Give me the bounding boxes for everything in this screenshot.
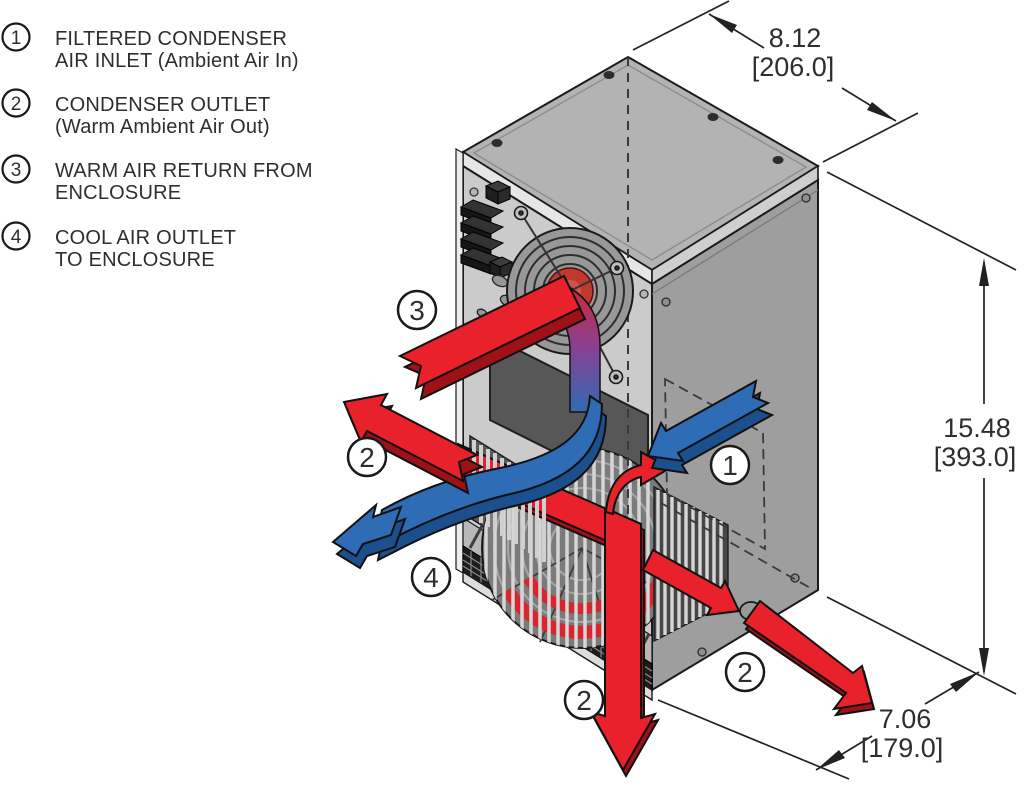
- legend-item-condenser-outlet-number: 2: [11, 94, 22, 115]
- callout-warm-air-return-number: 3: [409, 295, 425, 326]
- callout-condenser-outlet-left-number: 2: [359, 442, 375, 473]
- filter-dashed-outline: [660, 377, 813, 590]
- legend-item-condenser-outlet: 2 CONDENSER OUTLET (Warm Ambient Air Out…: [1, 88, 270, 138]
- legend-item-warm-air-return-line2: ENCLOSURE: [55, 182, 181, 204]
- dim-height-mm: [393.0]: [934, 442, 1017, 472]
- legend-item-warm-air-return-line1: WARM AIR RETURN FROM: [55, 160, 313, 182]
- callouts: 3 2 4 1 2 2: [346, 289, 766, 721]
- callout-cool-air-outlet: 4: [410, 556, 452, 598]
- condenser-outlet-arrow-bottom: [588, 506, 661, 779]
- legend-item-warm-air-return-number: 3: [11, 160, 22, 181]
- dim-depth-inches: 7.06: [879, 704, 932, 734]
- right-screws: [661, 193, 811, 657]
- legend-item-condenser-outlet-line2: (Warm Ambient Air Out): [55, 116, 270, 138]
- legend-item-air-inlet-line1: FILTERED CONDENSER: [55, 28, 287, 50]
- terminal-block: [459, 180, 514, 279]
- condenser-outlet-side-head: [641, 548, 741, 617]
- condenser-outlet-arrow-right: [742, 599, 876, 717]
- callout-cool-air-outlet-number: 4: [423, 562, 439, 593]
- legend-item-cool-air-outlet: 4 COOL AIR OUTLET TO ENCLOSURE: [1, 221, 236, 271]
- dimension-height-right: 15.48 [393.0]: [826, 171, 1017, 695]
- legend-item-condenser-outlet-line1: CONDENSER OUTLET: [55, 94, 270, 116]
- dimension-width-top: 8.12 [206.0]: [632, 0, 919, 163]
- legend-item-air-inlet-number: 1: [11, 28, 22, 49]
- callout-condenser-outlet-right-number: 2: [737, 657, 753, 688]
- dim-height-inches: 15.48: [943, 413, 1011, 443]
- callout-condenser-outlet-bottom-number: 2: [576, 685, 592, 716]
- legend-item-warm-air-return: 3 WARM AIR RETURN FROM ENCLOSURE: [1, 154, 313, 204]
- dim-width-inches: 8.12: [769, 23, 822, 53]
- top-face-inner-line: [472, 64, 808, 261]
- top-screws: [491, 71, 784, 164]
- dim-width-mm: [206.0]: [752, 52, 835, 82]
- legend-item-cool-air-outlet-line2: TO ENCLOSURE: [55, 249, 215, 271]
- callout-condenser-outlet-right: 2: [724, 651, 766, 693]
- warm-air-return-arrow: [397, 274, 587, 401]
- right-face-seam: [651, 189, 819, 295]
- callout-condenser-outlet-left: 2: [346, 436, 388, 478]
- legend-item-air-inlet-line2: AIR INLET (Ambient Air In): [55, 50, 299, 72]
- cool-air-outlet-arrow: [331, 394, 608, 570]
- legend-item-cool-air-outlet-number: 4: [11, 227, 22, 248]
- callout-air-inlet: 1: [709, 444, 751, 486]
- legend-item-cool-air-outlet-line1: COOL AIR OUTLET: [55, 227, 236, 249]
- legend-item-air-inlet: 1 FILTERED CONDENSER AIR INLET (Ambient …: [1, 22, 299, 72]
- legend: 1 FILTERED CONDENSER AIR INLET (Ambient …: [1, 22, 313, 271]
- dimension-depth-bottom: 7.06 [179.0]: [657, 671, 980, 780]
- callout-warm-air-return: 3: [396, 289, 438, 331]
- callout-air-inlet-number: 1: [722, 450, 738, 481]
- callout-condenser-outlet-bottom: 2: [563, 679, 605, 721]
- dim-depth-mm: [179.0]: [861, 733, 944, 763]
- air-inlet-arrow: [646, 379, 775, 475]
